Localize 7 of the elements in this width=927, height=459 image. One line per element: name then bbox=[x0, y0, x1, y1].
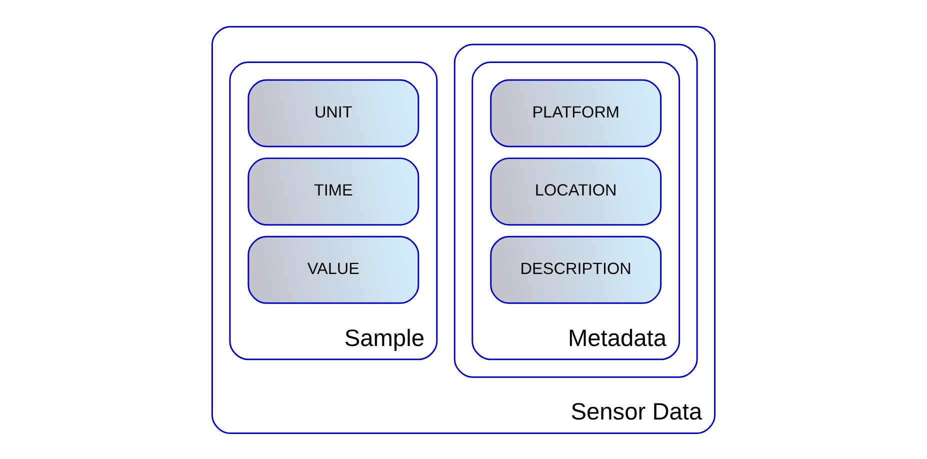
node-box: DESCRIPTION bbox=[490, 235, 662, 304]
node-box: PLATFORM bbox=[490, 78, 662, 147]
node-box: LOCATION bbox=[490, 157, 662, 226]
node-box: UNIT bbox=[248, 78, 420, 147]
node-box: VALUE bbox=[248, 235, 420, 304]
node-box: TIME bbox=[248, 157, 420, 226]
cluster bbox=[454, 43, 698, 378]
